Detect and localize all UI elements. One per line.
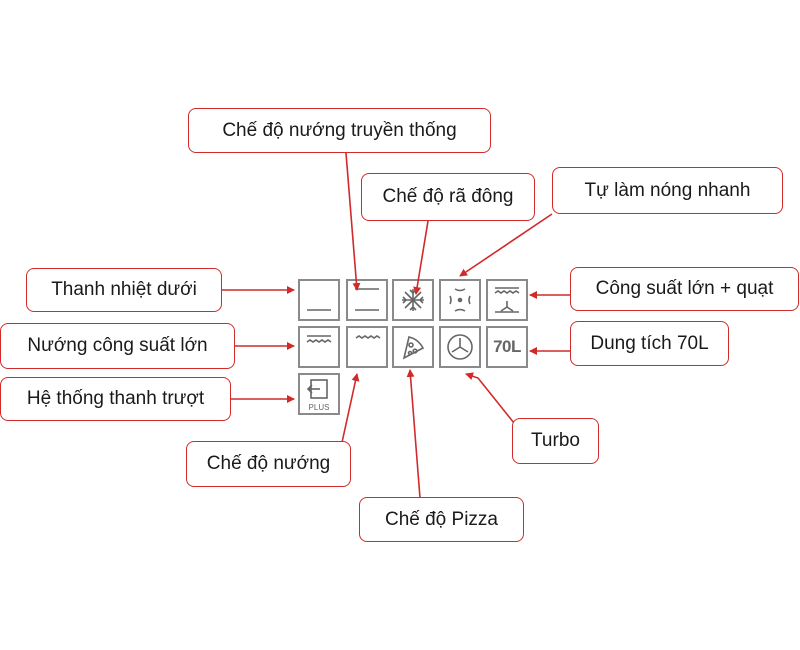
rail-plus-icon: PLUS — [298, 373, 340, 415]
high-power-grill-icon — [298, 326, 340, 368]
label-bottom-heater-text: Thanh nhiệt dưới — [51, 279, 197, 300]
arrow-grill-mode — [340, 373, 360, 448]
fast-preheat-icon — [439, 279, 481, 321]
label-turbo: Turbo — [512, 418, 599, 464]
label-defrost-text: Chế độ rã đông — [382, 186, 514, 207]
label-traditional-bake-text: Chế độ nướng truyền thống — [222, 119, 457, 141]
arrow-pizza-mode — [406, 369, 421, 499]
label-pizza-mode-text: Chế độ Pizza — [384, 508, 498, 530]
label-grill-mode-text: Chế độ nướng — [206, 453, 331, 474]
arrow-traditional-bake — [345, 152, 361, 291]
turbo-fan-icon — [439, 326, 481, 368]
pizza-icon — [392, 326, 434, 368]
label-high-power-fan: Công suất lớn + quạt — [570, 267, 799, 311]
bottom-heater-icon — [298, 279, 340, 321]
label-pizza-mode: Chế độ Pizza — [359, 497, 524, 542]
label-high-power-grill: Nướng công suất lớn — [0, 323, 235, 369]
label-rail-system: Hệ thống thanh trượt — [0, 377, 231, 421]
label-turbo-text: Turbo — [531, 430, 580, 451]
snowflake-icon — [392, 279, 434, 321]
label-high-power-fan-text: Công suất lớn + quạt — [595, 278, 774, 299]
grill-icon — [346, 326, 388, 368]
fan-top-bottom-icon — [486, 279, 528, 321]
label-capacity: Dung tích 70L — [570, 321, 729, 366]
label-high-power-grill-text: Nướng công suất lớn — [27, 335, 208, 356]
label-capacity-text: Dung tích 70L — [590, 332, 709, 354]
capacity-70l-icon: 70L — [486, 326, 528, 368]
label-grill-mode: Chế độ nướng — [186, 441, 351, 487]
arrow-turbo — [465, 372, 519, 429]
label-fast-preheat: Tự làm nóng nhanh — [552, 167, 783, 214]
arrow-fast-preheat — [459, 213, 553, 277]
arrow-defrost — [413, 220, 429, 295]
label-rail-system-text: Hệ thống thanh trượt — [26, 388, 205, 409]
capacity-70l-text: 70L — [493, 337, 521, 356]
label-defrost: Chế độ rã đông — [361, 173, 535, 221]
label-traditional-bake: Chế độ nướng truyền thống — [188, 108, 491, 153]
plus-text: PLUS — [308, 403, 330, 412]
label-fast-preheat-text: Tự làm nóng nhanh — [584, 179, 751, 201]
label-bottom-heater: Thanh nhiệt dưới — [26, 268, 222, 312]
